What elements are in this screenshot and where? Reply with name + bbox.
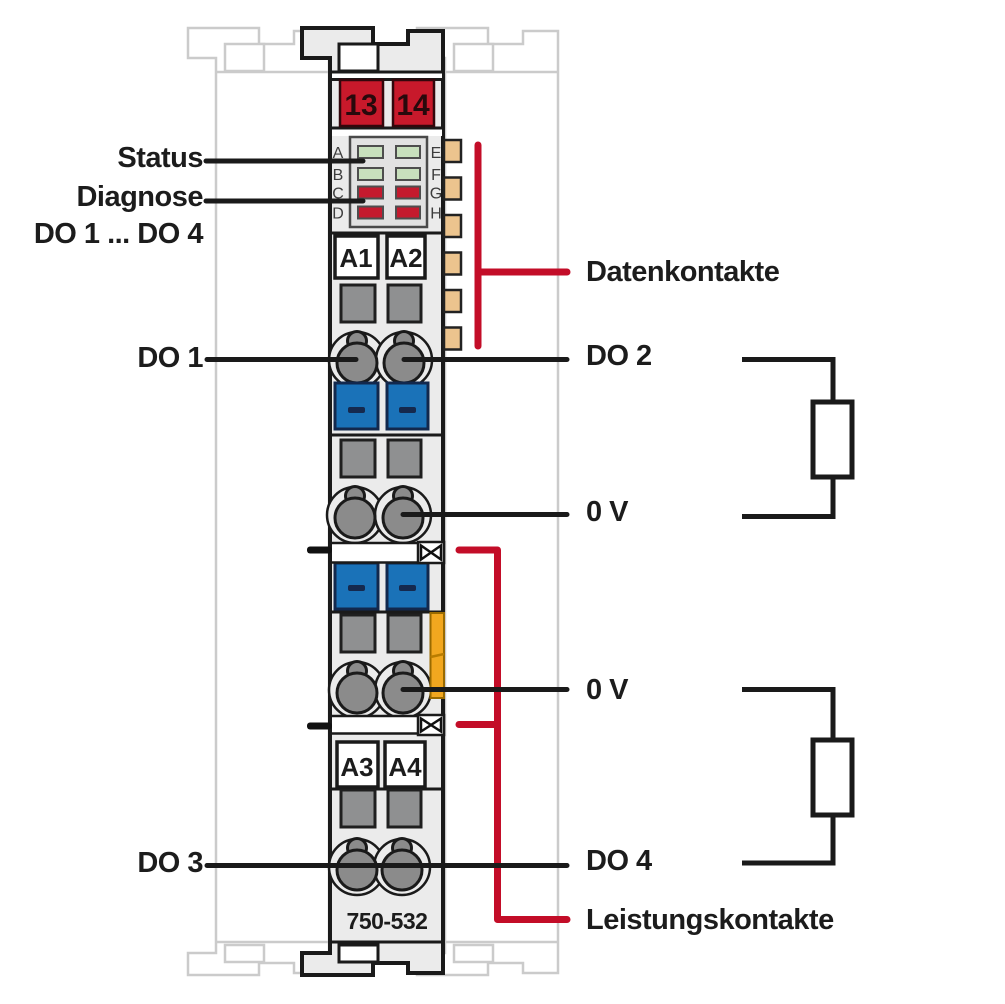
- data-contact: [442, 251, 463, 276]
- led-panel: A B C D E F G H: [332, 135, 442, 229]
- led-F: [395, 167, 421, 181]
- model-number: 750-532: [347, 908, 428, 934]
- label-do4: DO 4: [586, 845, 652, 877]
- label-zero-v-2: 0 V: [586, 674, 629, 706]
- load-circuit-2: [742, 687, 855, 866]
- data-contacts: [442, 138, 463, 351]
- resistor-symbol: [810, 399, 855, 480]
- terminal-label-A1: A1: [339, 243, 372, 273]
- top-notch: [337, 42, 380, 73]
- data-contact: [442, 138, 463, 164]
- address-tag-14-label: 14: [396, 89, 430, 122]
- left-jumper-tick: [307, 722, 332, 730]
- label-status: Status: [117, 142, 203, 174]
- push-buttons: [339, 283, 423, 829]
- terminal-label-box-A1: [333, 234, 380, 280]
- led-row-label-E: E: [431, 145, 442, 162]
- bowtie-icon: [419, 716, 443, 734]
- terminal-label-box-A4: [383, 740, 427, 789]
- bowtie-icon: [419, 543, 443, 562]
- neighbor-module-left: [186, 26, 331, 977]
- terminal-label-box-A2: [385, 234, 427, 280]
- led-row-label-D: D: [332, 206, 344, 223]
- terminal-label-A3: A3: [340, 752, 373, 782]
- label-zero-v-1: 0 V: [586, 496, 629, 528]
- label-do1: DO 1: [137, 342, 203, 374]
- red-brackets: [455, 141, 571, 923]
- led-E: [395, 145, 421, 159]
- load-circuit-1: [742, 357, 855, 519]
- neighbor-module-right: [415, 26, 560, 977]
- data-contact: [442, 176, 463, 201]
- address-tag-13-label: 13: [344, 89, 377, 122]
- power-jumper-rows: [307, 540, 446, 737]
- leader-lines: [203, 158, 570, 868]
- label-do3: DO 3: [137, 847, 203, 879]
- terminal-label-A4: A4: [388, 752, 422, 782]
- module-body: 13 14 A B C D E F G H: [300, 26, 463, 977]
- data-contact: [442, 326, 463, 351]
- leistungskontakte-bracket: [455, 546, 571, 923]
- annotation-labels: Status Diagnose DO 1 ... DO 4 DO 1 DO 3 …: [34, 142, 835, 936]
- led-G: [395, 185, 421, 200]
- face-band: [332, 73, 442, 79]
- led-row-label-H: H: [430, 206, 442, 223]
- label-diagnose: Diagnose: [76, 181, 203, 213]
- release-latch: [429, 612, 445, 699]
- led-row-label-C: C: [332, 186, 344, 203]
- address-tag-13: [338, 78, 385, 128]
- blue-clamp-blocks: [333, 381, 430, 611]
- left-jumper-tick: [307, 546, 332, 554]
- led-D: [357, 205, 384, 220]
- label-datenkontakte: Datenkontakte: [586, 256, 780, 288]
- led-row-label-B: B: [333, 167, 344, 184]
- address-tag-14: [391, 78, 436, 128]
- led-row-label-A: A: [333, 145, 344, 162]
- label-do-range: DO 1 ... DO 4: [34, 218, 204, 250]
- led-H: [395, 205, 421, 220]
- terminal-label-box-A3: [335, 740, 380, 789]
- address-tags: 13 14: [338, 78, 436, 128]
- face-band: [332, 129, 442, 136]
- led-row-label-G: G: [430, 186, 442, 203]
- led-C: [357, 185, 384, 200]
- data-contact: [442, 288, 463, 314]
- bottom-notch: [337, 943, 380, 964]
- label-leistungskontakte: Leistungskontakte: [586, 904, 834, 936]
- led-B: [357, 167, 384, 181]
- label-do2: DO 2: [586, 340, 652, 372]
- data-contact: [442, 213, 463, 239]
- led-row-label-F: F: [431, 167, 441, 184]
- led-A: [357, 145, 384, 159]
- resistor-symbol: [810, 737, 855, 818]
- terminal-label-A2: A2: [389, 243, 422, 273]
